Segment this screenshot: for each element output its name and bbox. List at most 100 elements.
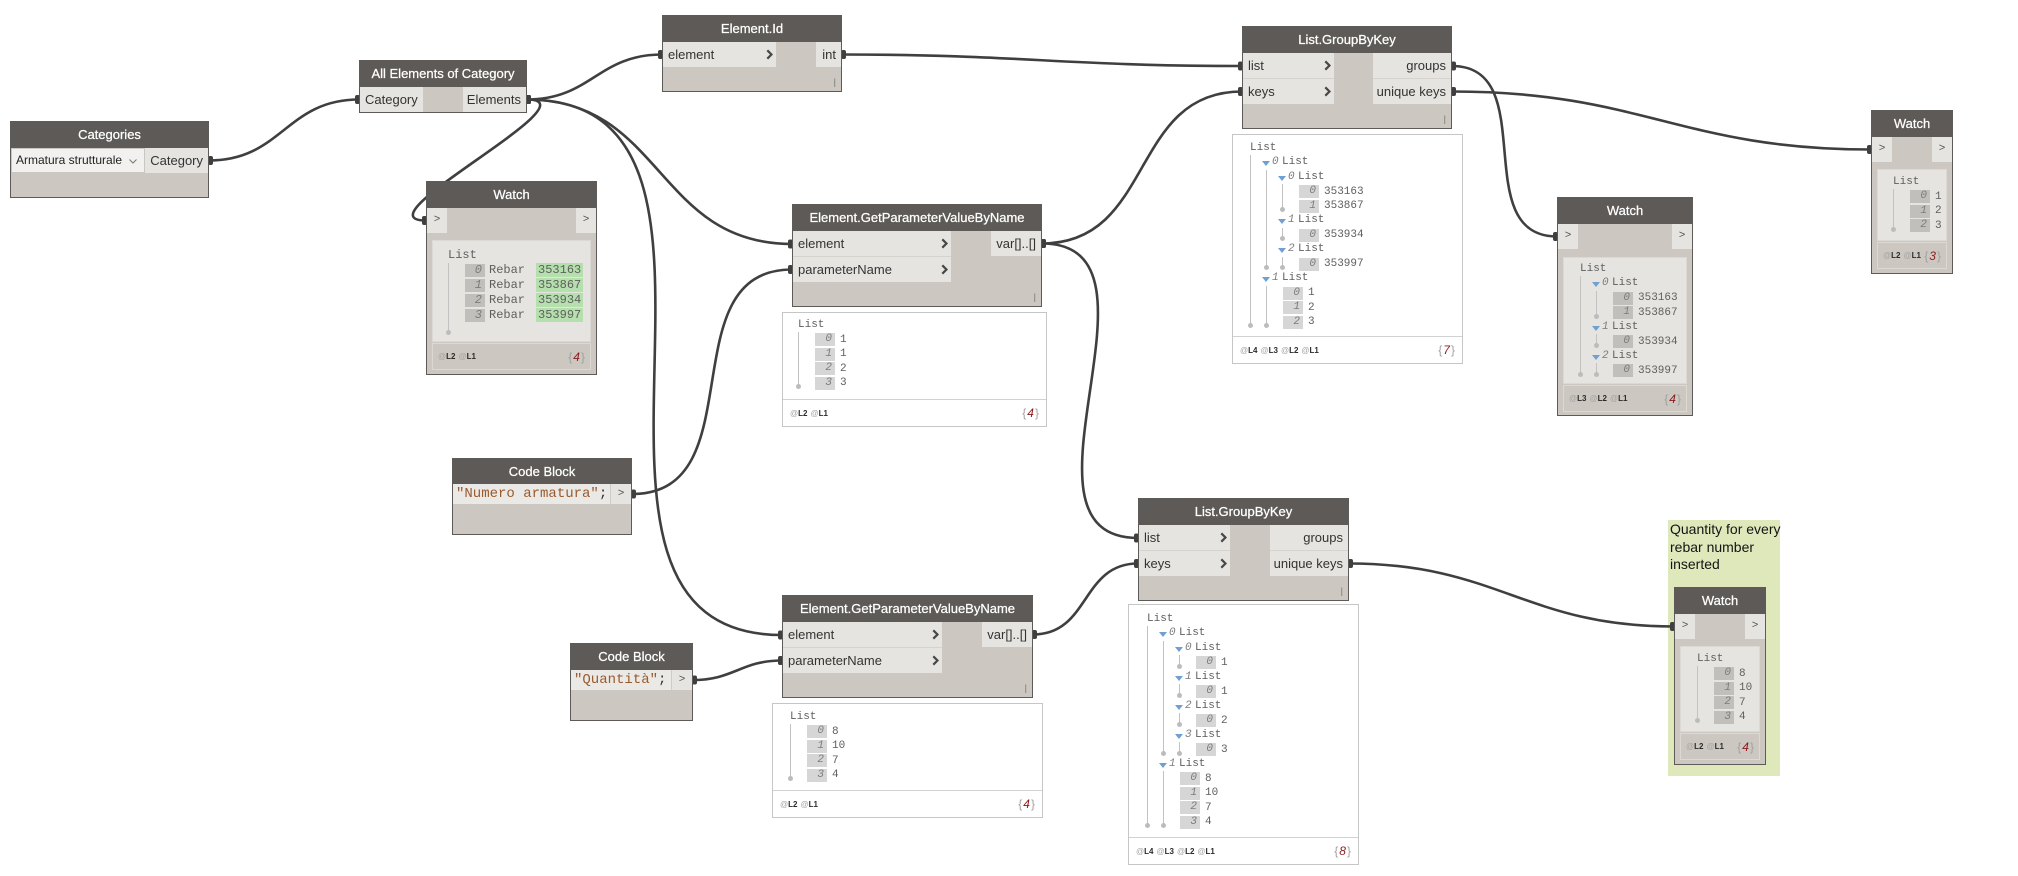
connector-wire[interactable] bbox=[1347, 562, 1676, 628]
connector-wire[interactable] bbox=[207, 98, 361, 162]
node-title[interactable]: Element.GetParameterValueByName bbox=[793, 205, 1041, 231]
output-port-code[interactable]: > bbox=[610, 484, 631, 504]
node-title[interactable]: Watch bbox=[1872, 111, 1952, 137]
output-port-var[interactable]: var[]..[] bbox=[982, 622, 1032, 647]
element-id-link[interactable]: 353934 bbox=[536, 293, 584, 307]
node-all-elements-of-category[interactable]: All Elements of Category Category Elemen… bbox=[359, 60, 527, 113]
triangle-down-icon[interactable] bbox=[1592, 354, 1600, 360]
output-port-watch[interactable]: > bbox=[576, 208, 596, 233]
input-port-watch[interactable]: > bbox=[1675, 614, 1695, 639]
triangle-down-icon[interactable] bbox=[1278, 248, 1286, 254]
element-id-link[interactable]: 353867 bbox=[536, 278, 584, 292]
node-get-parameter-numero[interactable]: Element.GetParameterValueByName element … bbox=[792, 204, 1042, 307]
element-id-link[interactable]: 353163 bbox=[536, 263, 584, 277]
node-title[interactable]: Code Block bbox=[453, 459, 631, 484]
chevron-right-icon[interactable] bbox=[941, 238, 948, 249]
triangle-down-icon[interactable] bbox=[1175, 704, 1183, 710]
triangle-down-icon[interactable] bbox=[1175, 733, 1183, 739]
chevron-right-icon[interactable] bbox=[1324, 60, 1331, 71]
input-port-watch[interactable]: > bbox=[427, 208, 447, 233]
connector-wire[interactable] bbox=[1450, 64, 1559, 238]
output-port-groups[interactable]: groups bbox=[1373, 53, 1451, 79]
input-port-parameter-name[interactable]: parameterName bbox=[793, 257, 951, 282]
output-port-elements[interactable]: Elements bbox=[463, 87, 526, 112]
node-element-id[interactable]: Element.Id element int | bbox=[662, 15, 842, 92]
node-code-block-quantita[interactable]: Code Block "Quantità"; > bbox=[570, 643, 693, 721]
triangle-down-icon[interactable] bbox=[1159, 632, 1167, 638]
triangle-down-icon[interactable] bbox=[1592, 282, 1600, 288]
node-title[interactable]: Watch bbox=[1558, 198, 1692, 224]
chevron-right-icon[interactable] bbox=[1220, 532, 1227, 543]
code-editor[interactable]: "Quantità"; bbox=[571, 670, 671, 690]
connector-wire[interactable] bbox=[411, 98, 542, 222]
chevron-right-icon[interactable] bbox=[1324, 86, 1331, 97]
node-title[interactable]: List.GroupByKey bbox=[1243, 27, 1451, 53]
node-title[interactable]: Watch bbox=[427, 182, 596, 208]
output-port-int[interactable]: int bbox=[816, 42, 841, 67]
chevron-right-icon[interactable] bbox=[1220, 558, 1227, 569]
connector-wire[interactable] bbox=[630, 268, 794, 496]
output-port-groups[interactable]: groups bbox=[1270, 525, 1348, 551]
node-get-parameter-quantita[interactable]: Element.GetParameterValueByName element … bbox=[782, 595, 1033, 698]
chevron-right-icon[interactable] bbox=[941, 264, 948, 275]
triangle-down-icon[interactable] bbox=[1278, 175, 1286, 181]
category-dropdown[interactable]: Armatura strutturale bbox=[11, 148, 145, 173]
input-port-keys[interactable]: keys bbox=[1243, 79, 1334, 104]
output-port-watch[interactable]: > bbox=[1745, 614, 1765, 639]
input-port-element[interactable]: element bbox=[783, 622, 942, 648]
output-port-unique-keys[interactable]: unique keys bbox=[1270, 551, 1348, 576]
triangle-down-icon[interactable] bbox=[1175, 675, 1183, 681]
element-id-link[interactable]: 353997 bbox=[536, 308, 584, 322]
connector-wire[interactable] bbox=[525, 98, 784, 637]
input-port-list[interactable]: list bbox=[1243, 53, 1334, 79]
connector-wire[interactable] bbox=[1040, 242, 1140, 540]
connector-wire[interactable] bbox=[1031, 562, 1140, 636]
triangle-down-icon[interactable] bbox=[1592, 325, 1600, 331]
node-title[interactable]: List.GroupByKey bbox=[1139, 499, 1348, 525]
triangle-down-icon[interactable] bbox=[1262, 277, 1270, 283]
input-port-watch[interactable]: > bbox=[1558, 224, 1578, 249]
connector-wire[interactable] bbox=[1450, 90, 1873, 151]
node-group-by-key-ids[interactable]: List.GroupByKey list keys groups unique … bbox=[1242, 26, 1452, 129]
code-editor[interactable]: "Numero armatura"; bbox=[453, 484, 610, 504]
input-port-category[interactable]: Category bbox=[360, 87, 423, 112]
triangle-down-icon[interactable] bbox=[1159, 762, 1167, 768]
node-title[interactable]: All Elements of Category bbox=[360, 61, 526, 87]
node-code-block-numero[interactable]: Code Block "Numero armatura"; > bbox=[452, 458, 632, 535]
node-group-by-key-quantities[interactable]: List.GroupByKey list keys groups unique … bbox=[1138, 498, 1349, 601]
node-title[interactable]: Element.GetParameterValueByName bbox=[783, 596, 1032, 622]
connector-wire[interactable] bbox=[1040, 90, 1244, 245]
connector-wire[interactable] bbox=[840, 53, 1244, 68]
chevron-right-icon[interactable] bbox=[766, 49, 773, 60]
input-port-parameter-name[interactable]: parameterName bbox=[783, 648, 942, 673]
triangle-down-icon[interactable] bbox=[1262, 161, 1270, 167]
node-title[interactable]: Categories bbox=[11, 122, 208, 148]
output-port-code[interactable]: > bbox=[671, 670, 692, 690]
input-port-watch[interactable]: > bbox=[1872, 137, 1892, 162]
input-port-keys[interactable]: keys bbox=[1139, 551, 1230, 576]
triangle-down-icon[interactable] bbox=[1278, 219, 1286, 225]
node-title[interactable]: Element.Id bbox=[663, 16, 841, 42]
output-port-watch[interactable]: > bbox=[1932, 137, 1952, 162]
output-port-unique-keys[interactable]: unique keys bbox=[1373, 79, 1451, 104]
group-title[interactable]: Quantity for every rebar number inserted bbox=[1670, 521, 1781, 572]
node-categories[interactable]: Categories Armatura strutturale Category bbox=[10, 121, 209, 198]
connector-wire[interactable] bbox=[691, 659, 784, 682]
output-port-var[interactable]: var[]..[] bbox=[991, 231, 1041, 256]
node-title[interactable]: Code Block bbox=[571, 644, 692, 670]
connector-wire[interactable] bbox=[525, 53, 664, 101]
input-port-element[interactable]: element bbox=[663, 42, 776, 67]
node-title[interactable]: Watch bbox=[1675, 588, 1765, 614]
output-port-watch[interactable]: > bbox=[1672, 224, 1692, 249]
input-port-list[interactable]: list bbox=[1139, 525, 1230, 551]
output-port-category[interactable]: Category bbox=[145, 148, 208, 173]
chevron-right-icon[interactable] bbox=[932, 629, 939, 640]
chevron-right-icon[interactable] bbox=[932, 655, 939, 666]
triangle-down-icon[interactable] bbox=[1175, 646, 1183, 652]
input-port-element[interactable]: element bbox=[793, 231, 951, 257]
